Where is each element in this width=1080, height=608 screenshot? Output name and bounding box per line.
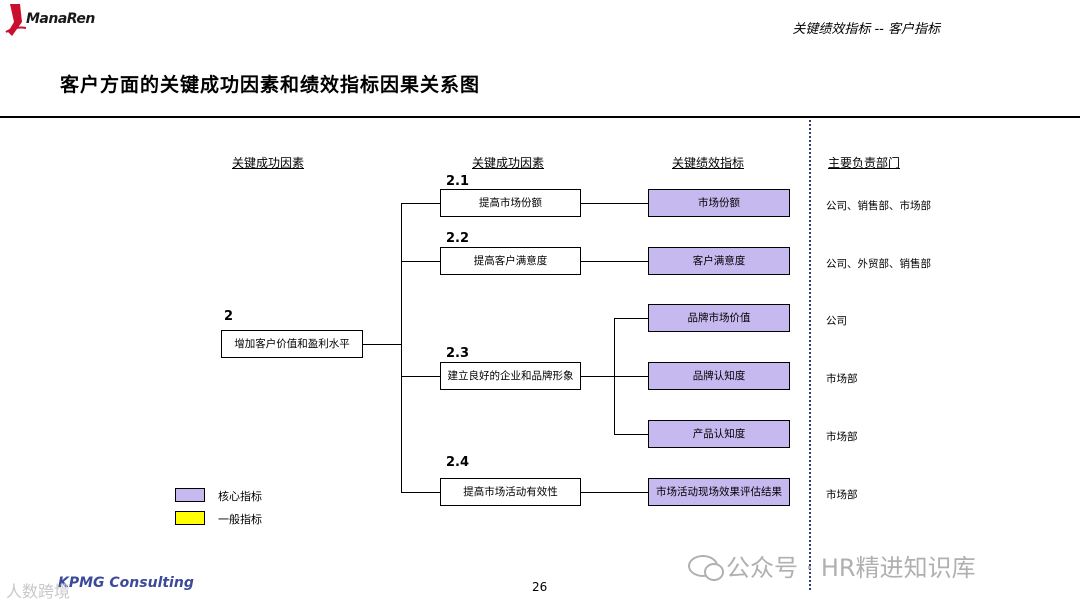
connector-kpi-3a (614, 318, 648, 319)
logo-text: ManaRen (26, 11, 95, 27)
kpi-box: 品牌认知度 (648, 362, 790, 390)
legend-core-swatch (175, 488, 205, 502)
dept-label: 市场部 (826, 489, 858, 501)
dept-label: 公司 (826, 315, 847, 327)
connector-factor-1 (401, 203, 440, 204)
factor-label: 提高市场份额 (479, 196, 542, 209)
footer-brand-logo: KPMG Consulting (58, 575, 194, 591)
seal-icon (5, 4, 26, 36)
kpi-label: 产品认知度 (692, 427, 746, 440)
page-number: 26 (532, 580, 548, 594)
factor-label: 建立良好的企业和品牌形象 (447, 369, 574, 382)
kpi-box: 产品认知度 (648, 420, 790, 448)
brand-logo: ManaRen (2, 2, 102, 40)
connector-factor-trunk (401, 203, 402, 492)
root-number: 2 (224, 309, 234, 324)
connector-kpi-4 (581, 492, 648, 493)
connector-kpi-3-stem (581, 376, 614, 377)
connector-root (363, 344, 402, 345)
kpi-box: 客户满意度 (648, 247, 790, 275)
watermark-text: 公众号 · HR精进知识库 (726, 554, 976, 582)
dept-label: 市场部 (826, 431, 858, 443)
connector-kpi-3c (614, 434, 648, 435)
kpi-box: 市场份额 (648, 189, 790, 217)
dept-label: 公司、外贸部、销售部 (826, 258, 931, 270)
section-title: 关键绩效指标 -- 客户指标 (792, 22, 940, 37)
legend-general-label: 一般指标 (218, 513, 262, 526)
dept-label: 市场部 (826, 373, 858, 385)
watermark: 公众号 · HR精进知识库 (688, 548, 976, 583)
root-factor-label: 增加客户价值和盈利水平 (234, 337, 350, 350)
legend-core-label: 核心指标 (218, 490, 262, 503)
connector-kpi-3b (614, 376, 648, 377)
page-title: 客户方面的关键成功因素和绩效指标因果关系图 (60, 74, 481, 96)
factor-box: 建立良好的企业和品牌形象 (440, 362, 581, 390)
factor-box: 提高市场活动有效性 (440, 478, 581, 506)
watermark-small: 人数跨境 (6, 582, 71, 601)
connector-factor-2 (401, 261, 440, 262)
connector-factor-3 (401, 376, 440, 377)
factor-box: 提高客户满意度 (440, 247, 581, 275)
factor-number: 2.2 (446, 231, 470, 246)
connector-kpi-2 (581, 261, 648, 262)
kpi-label: 市场活动现场效果评估结果 (656, 485, 782, 498)
factor-number: 2.4 (446, 455, 470, 470)
column-header-kpi: 关键绩效指标 (672, 156, 745, 170)
kpi-box: 品牌市场价值 (648, 304, 790, 332)
kpi-label: 市场份额 (698, 196, 740, 209)
connector-factor-4 (401, 492, 440, 493)
factor-label: 提高客户满意度 (473, 254, 548, 267)
kpi-label: 客户满意度 (692, 254, 746, 267)
kpi-box: 市场活动现场效果评估结果 (648, 478, 790, 506)
dept-label: 公司、销售部、市场部 (826, 200, 931, 212)
wechat-icon (688, 554, 724, 581)
dept-column-divider (809, 120, 811, 590)
connector-kpi-1 (581, 203, 648, 204)
kpi-label: 品牌认知度 (692, 369, 746, 382)
factor-number: 2.3 (446, 346, 470, 361)
factor-label: 提高市场活动有效性 (463, 485, 558, 498)
factor-number: 2.1 (446, 174, 470, 189)
factor-box: 提高市场份额 (440, 189, 581, 217)
root-factor-box: 增加客户价值和盈利水平 (221, 330, 363, 358)
column-header-dept: 主要负责部门 (828, 156, 901, 170)
column-header-sub-csf: 关键成功因素 (472, 156, 545, 170)
legend-general-swatch (175, 511, 205, 525)
title-divider (0, 116, 1080, 118)
kpi-label: 品牌市场价值 (687, 311, 751, 324)
column-header-root-csf: 关键成功因素 (232, 156, 305, 170)
